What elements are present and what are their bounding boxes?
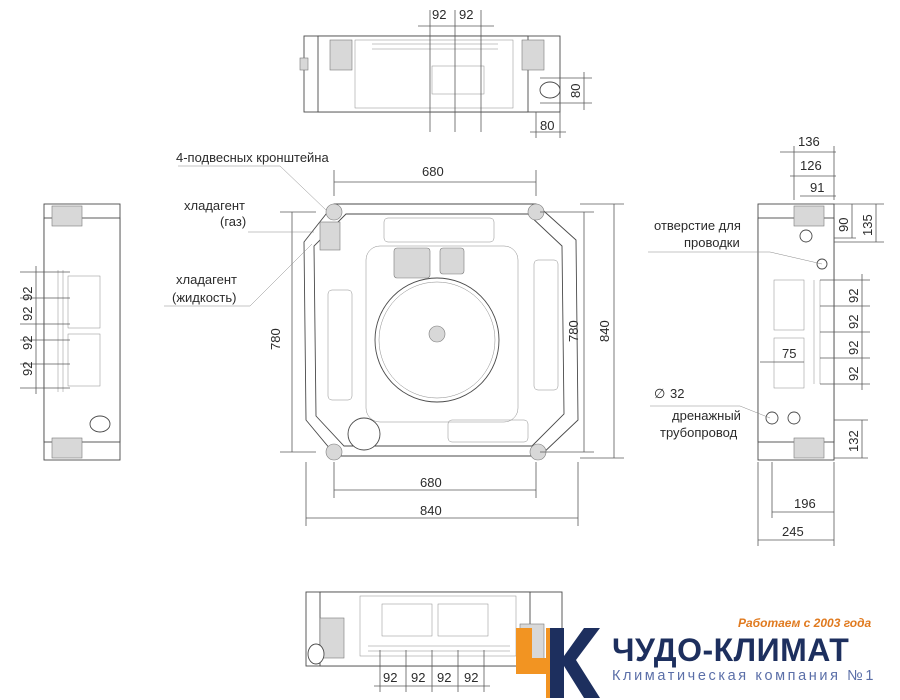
dim-right-136: 136 [798,134,820,149]
company-logo: Работаем с 2003 года ЧУДО-КЛИМАТ Климати… [512,612,900,700]
dim-main-top-680: 680 [422,164,444,179]
left-view: 92 92 92 92 92 92 [20,203,121,461]
dim-top-80-vertical: 80 [568,84,583,98]
top-view: 92 92 80 80 [299,7,592,138]
dim-right-92-2: 92 [846,315,861,329]
dim-bottom-92-2: 92 [411,670,425,685]
dim-top-80-horizontal: 80 [540,118,554,133]
dim-bottom-92-1: 92 [383,670,397,685]
callout-drain-line1: дренажный [672,408,741,423]
bottom-view: 92 92 92 92 [305,591,563,692]
dim-right-135: 135 [860,214,875,236]
dim-left-92-2: 92 [20,307,35,321]
callout-wiring-line1: отверстие для [654,218,741,233]
callout-liquid-line1: хладагент [176,272,237,287]
dim-main-bottom-680: 680 [420,475,442,490]
dim-top-92-right: 92 [459,7,473,22]
dim-right-126: 126 [800,158,822,173]
dim-right-75: 75 [782,346,796,361]
right-view: 136 126 91 90 135 92 92 92 92 75 132 196… [648,134,884,546]
dim-right-32: 32 [670,386,684,401]
main-view: 680 680 840 780 780 840 4-подвесных крон… [164,150,624,526]
logo-brand-name: ЧУДО-КЛИМАТ [612,632,850,668]
logo-slogan: Работаем с 2003 года [738,616,872,630]
dim-right-196: 196 [794,496,816,511]
dim-right-92-1: 92 [846,289,861,303]
dim-main-right-840: 840 [597,320,612,342]
dim-right-92-4: 92 [846,367,861,381]
dim-main-bottom-840: 840 [420,503,442,518]
dim-left-92-3: 92 [20,336,35,350]
callout-liquid-line2: (жидкость) [172,290,237,305]
dim-bottom-92-4: 92 [464,670,478,685]
dim-main-right-780: 780 [566,320,581,342]
dim-left-92-1: 92 [20,287,35,301]
dim-right-132: 132 [846,430,861,452]
dim-main-left-780: 780 [268,328,283,350]
dim-left-92-4: 92 [20,362,35,376]
dim-right-90: 90 [836,218,851,232]
dim-bottom-92-3: 92 [437,670,451,685]
callout-wiring-line2: проводки [684,235,740,250]
logo-tagline: Климатическая компания №1 [612,668,876,684]
dim-top-92-left: 92 [432,7,446,22]
dim-right-92-3: 92 [846,341,861,355]
callout-brackets: 4-подвесных кронштейна [176,150,329,165]
callout-drain-line2: трубопровод [660,425,738,440]
logo-mark-icon [516,628,600,698]
dim-right-91: 91 [810,180,824,195]
diameter-symbol: ∅ [654,386,665,401]
dim-right-245: 245 [782,524,804,539]
callout-gas-line2: (газ) [220,214,246,229]
callout-gas-line1: хладагент [184,198,245,213]
